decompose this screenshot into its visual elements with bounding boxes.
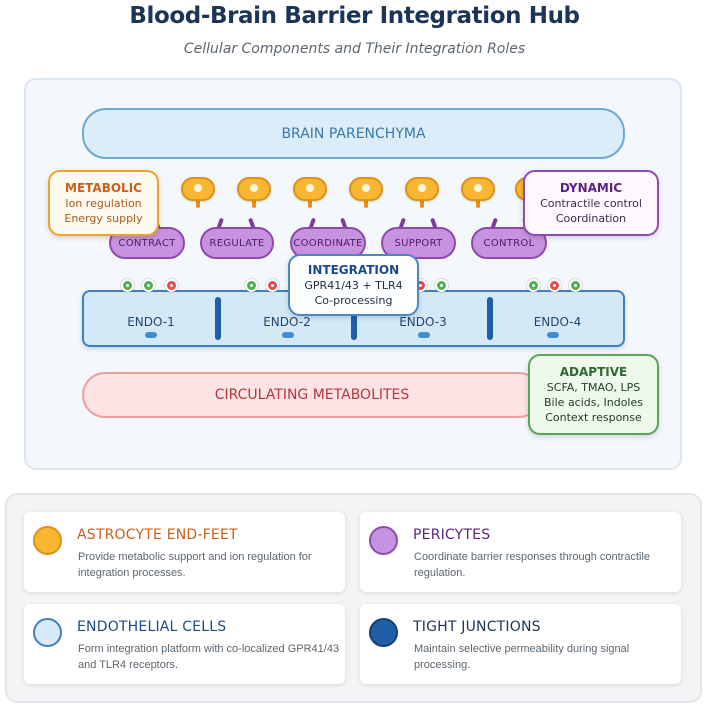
end-foot-stalk — [476, 198, 480, 208]
legend-description: Provide metabolic support and ion regula… — [78, 551, 312, 579]
pericyte-label: CONTRACT — [118, 237, 176, 249]
astrocyte-end-foot-icon — [461, 177, 495, 201]
tight-junction-icon — [215, 297, 221, 340]
endothelial-cell: ENDO-2 — [220, 292, 354, 345]
endothelial-cell-label: ENDO-4 — [533, 315, 582, 329]
callout-line: Bile acids, Indoles — [544, 395, 643, 409]
endothelial-cell: ENDO-4 — [492, 292, 623, 345]
callout-title: ADAPTIVE — [559, 364, 628, 379]
astrocyte-end-foot-icon — [349, 177, 383, 201]
end-foot-stalk — [420, 198, 424, 208]
brain-parenchyma-band: BRAIN PARENCHYMA — [82, 108, 625, 159]
pericyte-swatch-icon — [369, 526, 398, 555]
legend-card-astrocyte: ASTROCYTE END-FEET Provide metabolic sup… — [24, 512, 345, 592]
callout-title: INTEGRATION — [307, 262, 400, 277]
metabolic-callout: METABOLIC Ion regulation Energy supply — [48, 170, 159, 236]
gpr41-43-receptor-icon — [435, 279, 448, 292]
legend-card-tight-junctions: TIGHT JUNCTIONS Maintain selective perme… — [360, 604, 681, 684]
pericyte-label: SUPPORT — [394, 237, 443, 249]
endothelial-cell-swatch-icon — [33, 618, 62, 647]
callout-line: SCFA, TMAO, LPS — [546, 380, 641, 394]
astrocyte-end-foot-icon — [237, 177, 271, 201]
pericyte-label: REGULATE — [209, 237, 265, 249]
callout-line: Contractile control — [540, 196, 642, 210]
endothelial-nucleus — [145, 332, 157, 338]
endothelial-cell: ENDO-3 — [356, 292, 490, 345]
callout-line: Energy supply — [64, 211, 143, 225]
gpr41-43-receptor-icon — [245, 279, 258, 292]
astrocyte-end-foot-icon — [293, 177, 327, 201]
endothelial-cell-label: ENDO-3 — [399, 315, 447, 329]
astrocyte-end-foot-icon — [405, 177, 439, 201]
callout-title: METABOLIC — [65, 180, 142, 195]
astrocyte-end-foot-swatch-icon — [33, 526, 62, 555]
legend-card-pericytes: PERICYTES Coordinate barrier responses t… — [360, 512, 681, 592]
astrocyte-end-foot-icon — [181, 177, 215, 201]
callout-line: Co-processing — [314, 293, 393, 307]
end-foot-stalk — [196, 198, 200, 208]
legend-card-endothelial: ENDOTHELIAL CELLS Form integration platf… — [24, 604, 345, 684]
end-foot-stalk — [252, 198, 256, 208]
endothelial-nucleus — [418, 332, 430, 338]
legend-description: Coordinate barrier responses through con… — [414, 551, 651, 579]
tlr4-receptor-icon — [548, 279, 561, 292]
legend-panel: ASTROCYTE END-FEET Provide metabolic sup… — [5, 493, 702, 703]
gpr41-43-receptor-icon — [142, 279, 155, 292]
end-foot-stalk — [364, 198, 368, 208]
callout-line: Ion regulation — [65, 196, 142, 210]
endothelial-nucleus — [282, 332, 294, 338]
callout-line: Context response — [545, 410, 642, 424]
pericyte-coordinate: COORDINATE — [290, 227, 366, 259]
endothelial-cell: ENDO-1 — [84, 292, 218, 345]
gpr41-43-receptor-icon — [527, 279, 540, 292]
circulating-metabolites-band: CIRCULATING METABOLITES — [82, 372, 542, 418]
adaptive-callout: ADAPTIVE SCFA, TMAO, LPS Bile acids, Ind… — [528, 354, 659, 435]
callout-line: Coordination — [555, 211, 627, 225]
page-title: Blood-Brain Barrier Integration Hub — [129, 3, 580, 29]
tlr4-receptor-icon — [266, 279, 279, 292]
pericyte-label: COORDINATE — [293, 237, 363, 249]
pericyte-label: CONTROL — [483, 237, 535, 249]
gpr41-43-receptor-icon — [569, 279, 582, 292]
gpr41-43-receptor-icon — [121, 279, 134, 292]
legend-title: ASTROCYTE END-FEET — [77, 527, 238, 543]
end-foot-stalk — [308, 198, 312, 208]
page-subtitle: Cellular Components and Their Integratio… — [183, 41, 526, 57]
callout-line: GPR41/43 + TLR4 — [304, 278, 403, 292]
legend-title: TIGHT JUNCTIONS — [413, 619, 541, 635]
tight-junction-icon — [487, 297, 493, 340]
legend-description: Maintain selective permeability during s… — [414, 643, 630, 671]
endothelial-cell-label: ENDO-1 — [127, 315, 175, 329]
tight-junction-icon — [351, 297, 357, 340]
endothelial-cell-label: ENDO-2 — [263, 315, 311, 329]
integration-callout: INTEGRATION GPR41/43 + TLR4 Co-processin… — [288, 254, 419, 316]
callout-title: DYNAMIC — [559, 180, 623, 195]
circulating-metabolites-label: CIRCULATING METABOLITES — [214, 387, 410, 403]
legend-title: PERICYTES — [413, 527, 491, 543]
legend-description: Form integration platform with co-locali… — [78, 643, 340, 671]
tight-junction-swatch-icon — [369, 618, 398, 647]
pericyte-regulate: REGULATE — [200, 227, 274, 259]
dynamic-callout: DYNAMIC Contractile control Coordination — [523, 170, 659, 236]
endothelial-nucleus — [547, 332, 559, 338]
tlr4-receptor-icon — [165, 279, 178, 292]
pericyte-support: SUPPORT — [381, 227, 456, 259]
legend-title: ENDOTHELIAL CELLS — [77, 619, 227, 635]
brain-parenchyma-label: BRAIN PARENCHYMA — [281, 125, 426, 142]
